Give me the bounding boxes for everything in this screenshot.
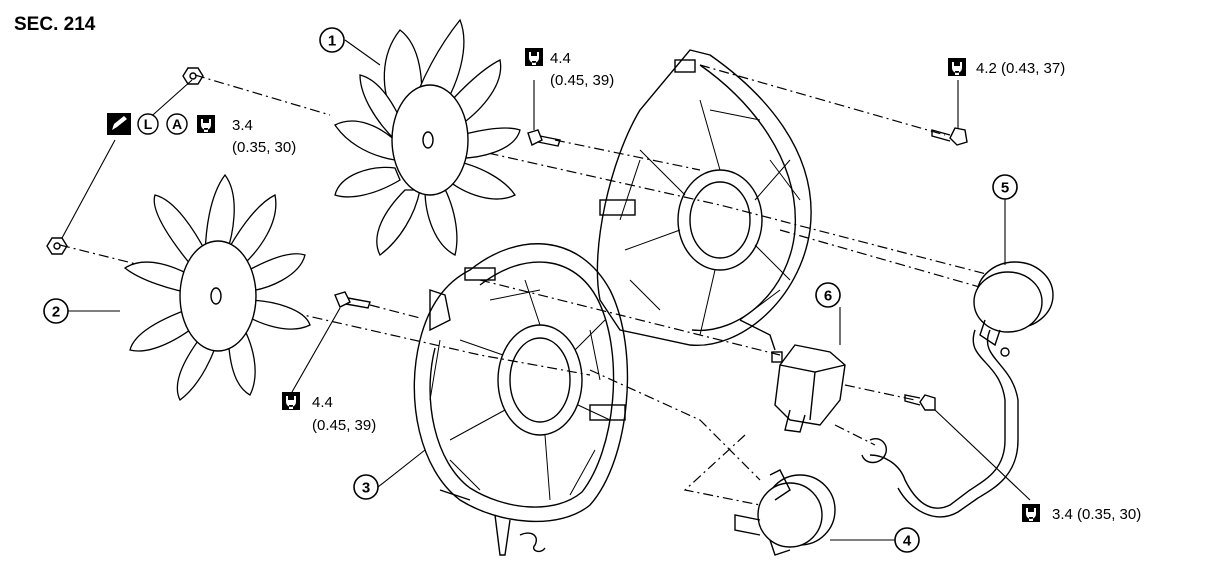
anti-seize-label: A: [172, 116, 182, 132]
callout-1-label: 1: [328, 33, 336, 50]
torque-resistor-bolt: 3.4 (0.35, 30): [1022, 504, 1141, 523]
callout-1: 1: [319, 27, 345, 53]
torque-resistor-bolt-value: 3.4 (0.35, 30): [1052, 506, 1141, 523]
anti-seize-symbol: A: [166, 113, 188, 135]
torque-wrench-icon: [1022, 504, 1040, 522]
torque-shroud-bolt-right-value: 4.2 (0.43, 37): [976, 60, 1065, 77]
bolt-fan-lower: [334, 291, 371, 309]
fan-lower: [123, 173, 311, 401]
fasteners: [46, 67, 968, 411]
callout-3-label: 3: [362, 480, 370, 497]
torque-fan-bolt-left-value: 4.4: [312, 394, 333, 411]
fan-resistor: [771, 344, 887, 464]
callout-5-label: 5: [1001, 180, 1009, 197]
callout-6: 6: [815, 282, 841, 308]
shroud-upper: [596, 49, 812, 351]
leader-lines: [61, 39, 1031, 541]
pencil-icon: [107, 113, 131, 135]
callout-3: 3: [353, 474, 379, 500]
torque-wrench-icon: [197, 115, 215, 133]
torque-wrench-icon: [282, 392, 300, 410]
bolt-fan-upper: [527, 129, 561, 147]
bolt-shroud-right: [931, 127, 968, 146]
section-title: SEC. 214: [14, 14, 96, 35]
torque-fan-nut-units: (0.35, 30): [232, 139, 296, 156]
callout-5: 5: [992, 174, 1018, 200]
torque-fan-bolt-top-value: 4.4: [550, 50, 571, 67]
nut-upper: [182, 67, 204, 85]
torque-fan-nut: L A 3.4 (0.35, 30): [107, 113, 296, 156]
torque-fan-nut-value: 3.4: [232, 117, 253, 134]
callout-2: 2: [43, 298, 69, 324]
callout-4-label: 4: [903, 533, 912, 550]
torque-wrench-icon: [948, 58, 966, 76]
torque-shroud-bolt-right: 4.2 (0.43, 37): [948, 58, 1065, 77]
locking-sealant-label: L: [144, 116, 153, 132]
callout-4: 4: [894, 527, 920, 553]
torque-fan-bolt-left: 4.4 (0.45, 39): [282, 392, 376, 434]
motor-upper: [869, 261, 1054, 518]
motor-lower: [734, 469, 836, 556]
torque-fan-bolt-left-units: (0.45, 39): [312, 417, 376, 434]
locking-sealant-symbol: L: [137, 113, 159, 135]
fan-upper: [334, 18, 521, 256]
torque-fan-bolt-top: 4.4 (0.45, 39): [525, 48, 614, 89]
callout-6-label: 6: [824, 288, 832, 305]
torque-fan-bolt-top-units: (0.45, 39): [550, 72, 614, 89]
bolt-resistor: [904, 394, 936, 411]
shroud-lower: [413, 243, 629, 556]
callout-2-label: 2: [52, 304, 60, 321]
torque-wrench-icon: [525, 48, 543, 66]
